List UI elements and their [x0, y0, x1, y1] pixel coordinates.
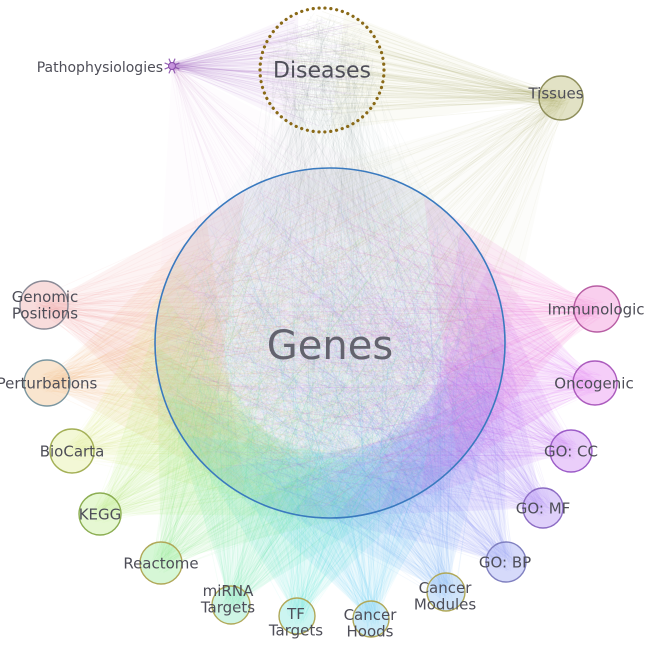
node-biocarta[interactable]	[49, 428, 95, 474]
edge-bundle-immunologic-genes	[176, 174, 607, 511]
label-oncogenic: Oncogenic	[554, 374, 633, 392]
node-tissues[interactable]	[538, 75, 584, 121]
node-genes[interactable]	[154, 167, 506, 519]
node-perturbations[interactable]	[23, 359, 71, 407]
label-biocarta: BioCarta	[40, 442, 105, 460]
label-diseases: Diseases	[273, 59, 371, 84]
edge-fan-reactome-genes	[156, 346, 372, 563]
edge-bundle-pathophysiologies-genes	[168, 62, 495, 476]
layer-base	[155, 168, 505, 518]
edge-fan-go-cc-genes	[380, 270, 571, 509]
node-go-mf[interactable]	[522, 487, 564, 529]
node-pathophysiologies[interactable]	[164, 58, 180, 74]
label-immunologic: Immunologic	[547, 300, 644, 318]
edge-bundle-go-bp-genes	[173, 177, 516, 572]
layer-wedges	[44, 12, 597, 619]
edge-fan-go-bp-genes	[290, 340, 506, 562]
edge-bundle-pathophysiologies-diseases	[168, 19, 376, 127]
edge-fan-immunologic-genes	[423, 197, 597, 461]
edge-fan-tissues-diseases	[330, 12, 561, 131]
edge-fan-cancer-modules-genes	[254, 385, 499, 592]
edge-fan-mirna-targets-genes	[164, 395, 420, 605]
edge-bundle-go-mf-genes	[168, 182, 553, 518]
label-pathophysiologies: Pathophysiologies	[37, 60, 163, 76]
node-go-bp[interactable]	[485, 541, 527, 583]
node-oncogenic[interactable]	[572, 360, 618, 406]
edge-bundle-tissues-diseases	[262, 11, 571, 127]
edge-bundle-cancer-hoods-genes	[173, 195, 497, 629]
edge-fan-cancer-hoods-genes	[211, 429, 481, 619]
node-cancer-modules[interactable]	[426, 572, 466, 612]
edge-fan-kegg-genes	[100, 294, 329, 517]
edge-bundle-oncogenic-genes	[170, 183, 605, 505]
edge-bundle-biocarta-genes	[62, 174, 495, 510]
node-genomic-positions[interactable]	[19, 280, 69, 330]
node-diseases[interactable]	[258, 6, 386, 134]
edge-bundle-genomic-positions-genes	[34, 178, 495, 506]
layer-labels: Genes Diseases PathophysiologiesTissuesGen…	[0, 59, 645, 641]
node-cancer-hoods[interactable]	[352, 600, 390, 638]
node-mirna-targets[interactable]	[211, 585, 251, 625]
edge-bundle-tissues-genes	[179, 89, 571, 506]
edge-fan-biocarta-genes	[72, 258, 284, 510]
edge-bundle-diseases-genes	[173, 14, 489, 509]
edge-fan-tf-targets-genes	[183, 435, 451, 616]
edge-bundle-kegg-genes	[89, 185, 492, 524]
node-tf-targets[interactable]	[278, 597, 316, 635]
label-go-cc: GO: CC	[544, 442, 598, 460]
edge-fan-go-mf-genes	[336, 306, 543, 517]
edge-bundle-cancer-modules-genes	[167, 180, 493, 602]
node-go-cc[interactable]	[549, 429, 593, 473]
layer-rings	[154, 6, 506, 519]
label-go-bp: GO: BP	[479, 553, 531, 571]
label-perturbations: Perturbations	[0, 374, 98, 392]
node-genes-fill	[155, 168, 505, 518]
edge-bundle-mirna-targets-genes	[161, 187, 494, 615]
edge-bundle-perturbations-genes	[37, 173, 496, 489]
edge-fan-genomic-positions-genes	[44, 191, 246, 467]
edge-fan-oncogenic-genes	[421, 229, 595, 491]
label-reactome: Reactome	[123, 554, 198, 572]
layer-nodes	[19, 58, 621, 638]
edge-bundle-diseases-diseases	[263, 12, 382, 126]
label-tissues: Tissues	[527, 84, 583, 102]
label-kegg: KEGG	[79, 505, 122, 523]
label-go-mf: GO: MF	[516, 499, 571, 517]
node-immunologic[interactable]	[573, 285, 621, 333]
layer-fibers	[34, 11, 607, 629]
label-genes: Genes	[267, 323, 393, 369]
node-reactome[interactable]	[139, 541, 183, 585]
node-kegg[interactable]	[78, 492, 122, 536]
edge-bundle-reactome-genes	[151, 207, 484, 573]
edge-bundle-genes-genes	[162, 175, 498, 513]
edge-fan-perturbations-genes	[47, 221, 246, 495]
